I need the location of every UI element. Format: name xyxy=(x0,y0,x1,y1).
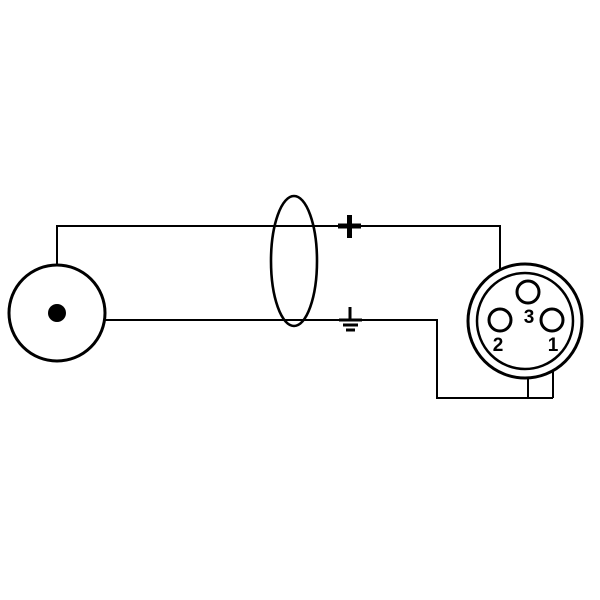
xlr-pin-2-hole[interactable] xyxy=(487,307,513,333)
right-connector-xlr[interactable]: 3 2 1 xyxy=(466,262,584,380)
xlr-pin-3-hole[interactable] xyxy=(515,279,541,305)
ground-wire-symbol-to-bus xyxy=(362,319,553,399)
xlr-outer-ring xyxy=(466,262,584,380)
wire-group-hot xyxy=(56,225,501,313)
xlr-pin-3-label: 3 xyxy=(524,307,535,328)
cable-shield-ellipse xyxy=(269,194,319,328)
plus-icon xyxy=(338,215,361,238)
jack-tip-dot xyxy=(48,304,66,322)
xlr-pin-1-label: 1 xyxy=(548,335,559,356)
xlr-inner-ring xyxy=(475,271,575,371)
xlr-pin-2-label: 2 xyxy=(493,335,504,356)
xlr-pin-1-hole[interactable] xyxy=(539,307,565,333)
left-connector-ts-jack[interactable] xyxy=(7,263,107,363)
ground-icon xyxy=(339,307,362,332)
